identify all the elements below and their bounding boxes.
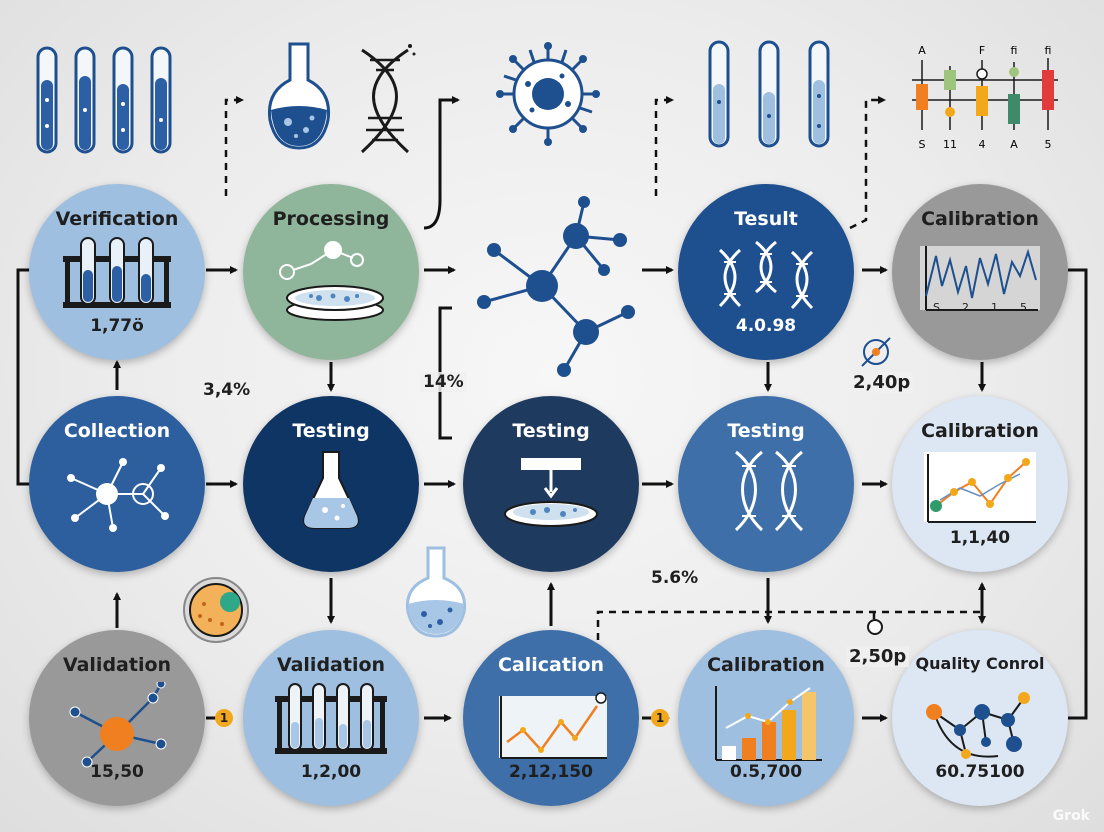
tick-label: 2 xyxy=(961,301,969,314)
node-title: Calibration xyxy=(707,654,825,676)
molecule-network-icon xyxy=(67,458,169,532)
dna-helix-icon xyxy=(360,44,416,154)
node-title: Calibration xyxy=(921,420,1039,442)
tick-label: S xyxy=(933,301,940,314)
node-validation-mid[interactable]: Validation 1,2,00 xyxy=(243,630,419,806)
node-calibration-top[interactable]: Calibration S 2 1 5 xyxy=(892,184,1068,360)
percent-label: 5.6% xyxy=(648,568,702,588)
microscope-icon xyxy=(861,337,891,367)
step-badge: 1 xyxy=(215,709,233,727)
molecule-icon xyxy=(477,196,635,377)
node-calibration-mid[interactable]: Calibration 1,1,40 xyxy=(892,396,1068,572)
node-title: Tesult xyxy=(734,208,798,230)
node-title: Verification xyxy=(55,208,179,230)
node-collection[interactable]: Collection xyxy=(29,396,205,572)
node-title: Validation xyxy=(62,654,172,676)
percent-label: 3,4% xyxy=(200,380,254,400)
dna-icon xyxy=(734,450,804,532)
return-line-left xyxy=(16,268,30,486)
gene-chart-icon: A F fi fi S 11 4 A 5 xyxy=(912,44,1058,151)
node-testing-2[interactable]: Testing xyxy=(463,396,639,572)
node-value: 1,77ö xyxy=(90,316,144,336)
node-title: Validation xyxy=(276,654,386,676)
tick-label: 5 xyxy=(1019,301,1027,314)
node-value: 2,12,150 xyxy=(509,762,593,782)
flask-icon xyxy=(303,451,359,529)
step-badge: 1 xyxy=(651,709,669,727)
node-title: Collection xyxy=(63,420,171,442)
gene-bottom-label: 11 xyxy=(943,138,957,151)
node-title: Testing xyxy=(512,420,590,442)
elbow-processing-virus xyxy=(423,96,460,230)
line-chart-icon xyxy=(920,246,1040,311)
virus-icon xyxy=(496,42,600,146)
dna-icon xyxy=(718,240,814,310)
line-chart-icon xyxy=(499,692,607,759)
test-tubes-icon xyxy=(36,46,172,154)
gene-top-label: F xyxy=(979,44,985,57)
petri-dish-molecule-icon xyxy=(279,241,384,321)
node-verification[interactable]: Verification 1,77ö xyxy=(29,184,205,360)
node-value: 1,1,40 xyxy=(949,528,1011,548)
node-testing-3[interactable]: Testing xyxy=(678,396,854,572)
test-tube-rack-icon xyxy=(63,237,171,308)
atom-icon xyxy=(69,682,167,768)
node-value: 1,2,00 xyxy=(300,762,362,782)
gene-bottom-label: 5 xyxy=(1045,138,1052,151)
node-value: 15,50 xyxy=(90,762,144,782)
node-calibration-bottom[interactable]: Calibration 0.5,700 xyxy=(678,630,854,806)
node-title: Testing xyxy=(292,420,370,442)
node-title: Quality Conrol xyxy=(915,654,1045,673)
node-title: Calibration xyxy=(921,208,1039,230)
gene-top-label: fi xyxy=(1045,44,1052,57)
node-title: Calication xyxy=(497,654,605,676)
round-flask-icon xyxy=(405,546,467,638)
return-line-right xyxy=(1068,268,1088,720)
dropper-dish-icon xyxy=(504,458,598,527)
network-graph-icon xyxy=(926,692,1030,759)
calib-ticks: S 2 1 5 xyxy=(892,301,1068,314)
node-quality-control[interactable]: Quality Conrol 60.75100 xyxy=(892,630,1068,806)
test-tube-rack-icon xyxy=(275,683,387,754)
watermark: Grok xyxy=(1052,808,1090,824)
node-testing-1[interactable]: Testing xyxy=(243,396,419,572)
tick-label: 1 xyxy=(990,301,998,314)
gene-bottom-label: 4 xyxy=(979,138,986,151)
dash-tubes-flask xyxy=(224,96,244,196)
dash-tesult-chart xyxy=(849,96,886,230)
node-processing[interactable]: Processing xyxy=(243,184,419,360)
node-value: 60.75100 xyxy=(935,762,1025,782)
node-value: 4.0.98 xyxy=(735,316,797,336)
gene-top-label: A xyxy=(918,44,926,57)
node-tesult[interactable]: Tesult 4.0.98 xyxy=(678,184,854,360)
node-calication[interactable]: Calication 2,12,150 xyxy=(463,630,639,806)
cell-icon xyxy=(183,577,249,643)
small-circle-icon xyxy=(867,619,883,635)
gene-top-label: fi xyxy=(1011,44,1018,57)
gene-bottom-label: A xyxy=(1010,138,1018,151)
node-title: Testing xyxy=(727,420,805,442)
test-tubes-icon xyxy=(708,40,830,148)
round-flask-icon xyxy=(267,42,331,150)
dash-dna-tubes xyxy=(654,96,674,196)
percent-label: 14% xyxy=(420,372,467,392)
gene-bottom-label: S xyxy=(919,138,926,151)
node-validation-left[interactable]: Validation 15,50 xyxy=(29,630,205,806)
scatter-chart-icon xyxy=(924,452,1036,523)
value-label: 2,40p xyxy=(850,372,914,393)
bar-chart-icon xyxy=(715,686,822,761)
node-value: 0.5,700 xyxy=(729,762,803,782)
node-title: Processing xyxy=(272,208,390,230)
value-label: 2,50p xyxy=(846,646,910,667)
